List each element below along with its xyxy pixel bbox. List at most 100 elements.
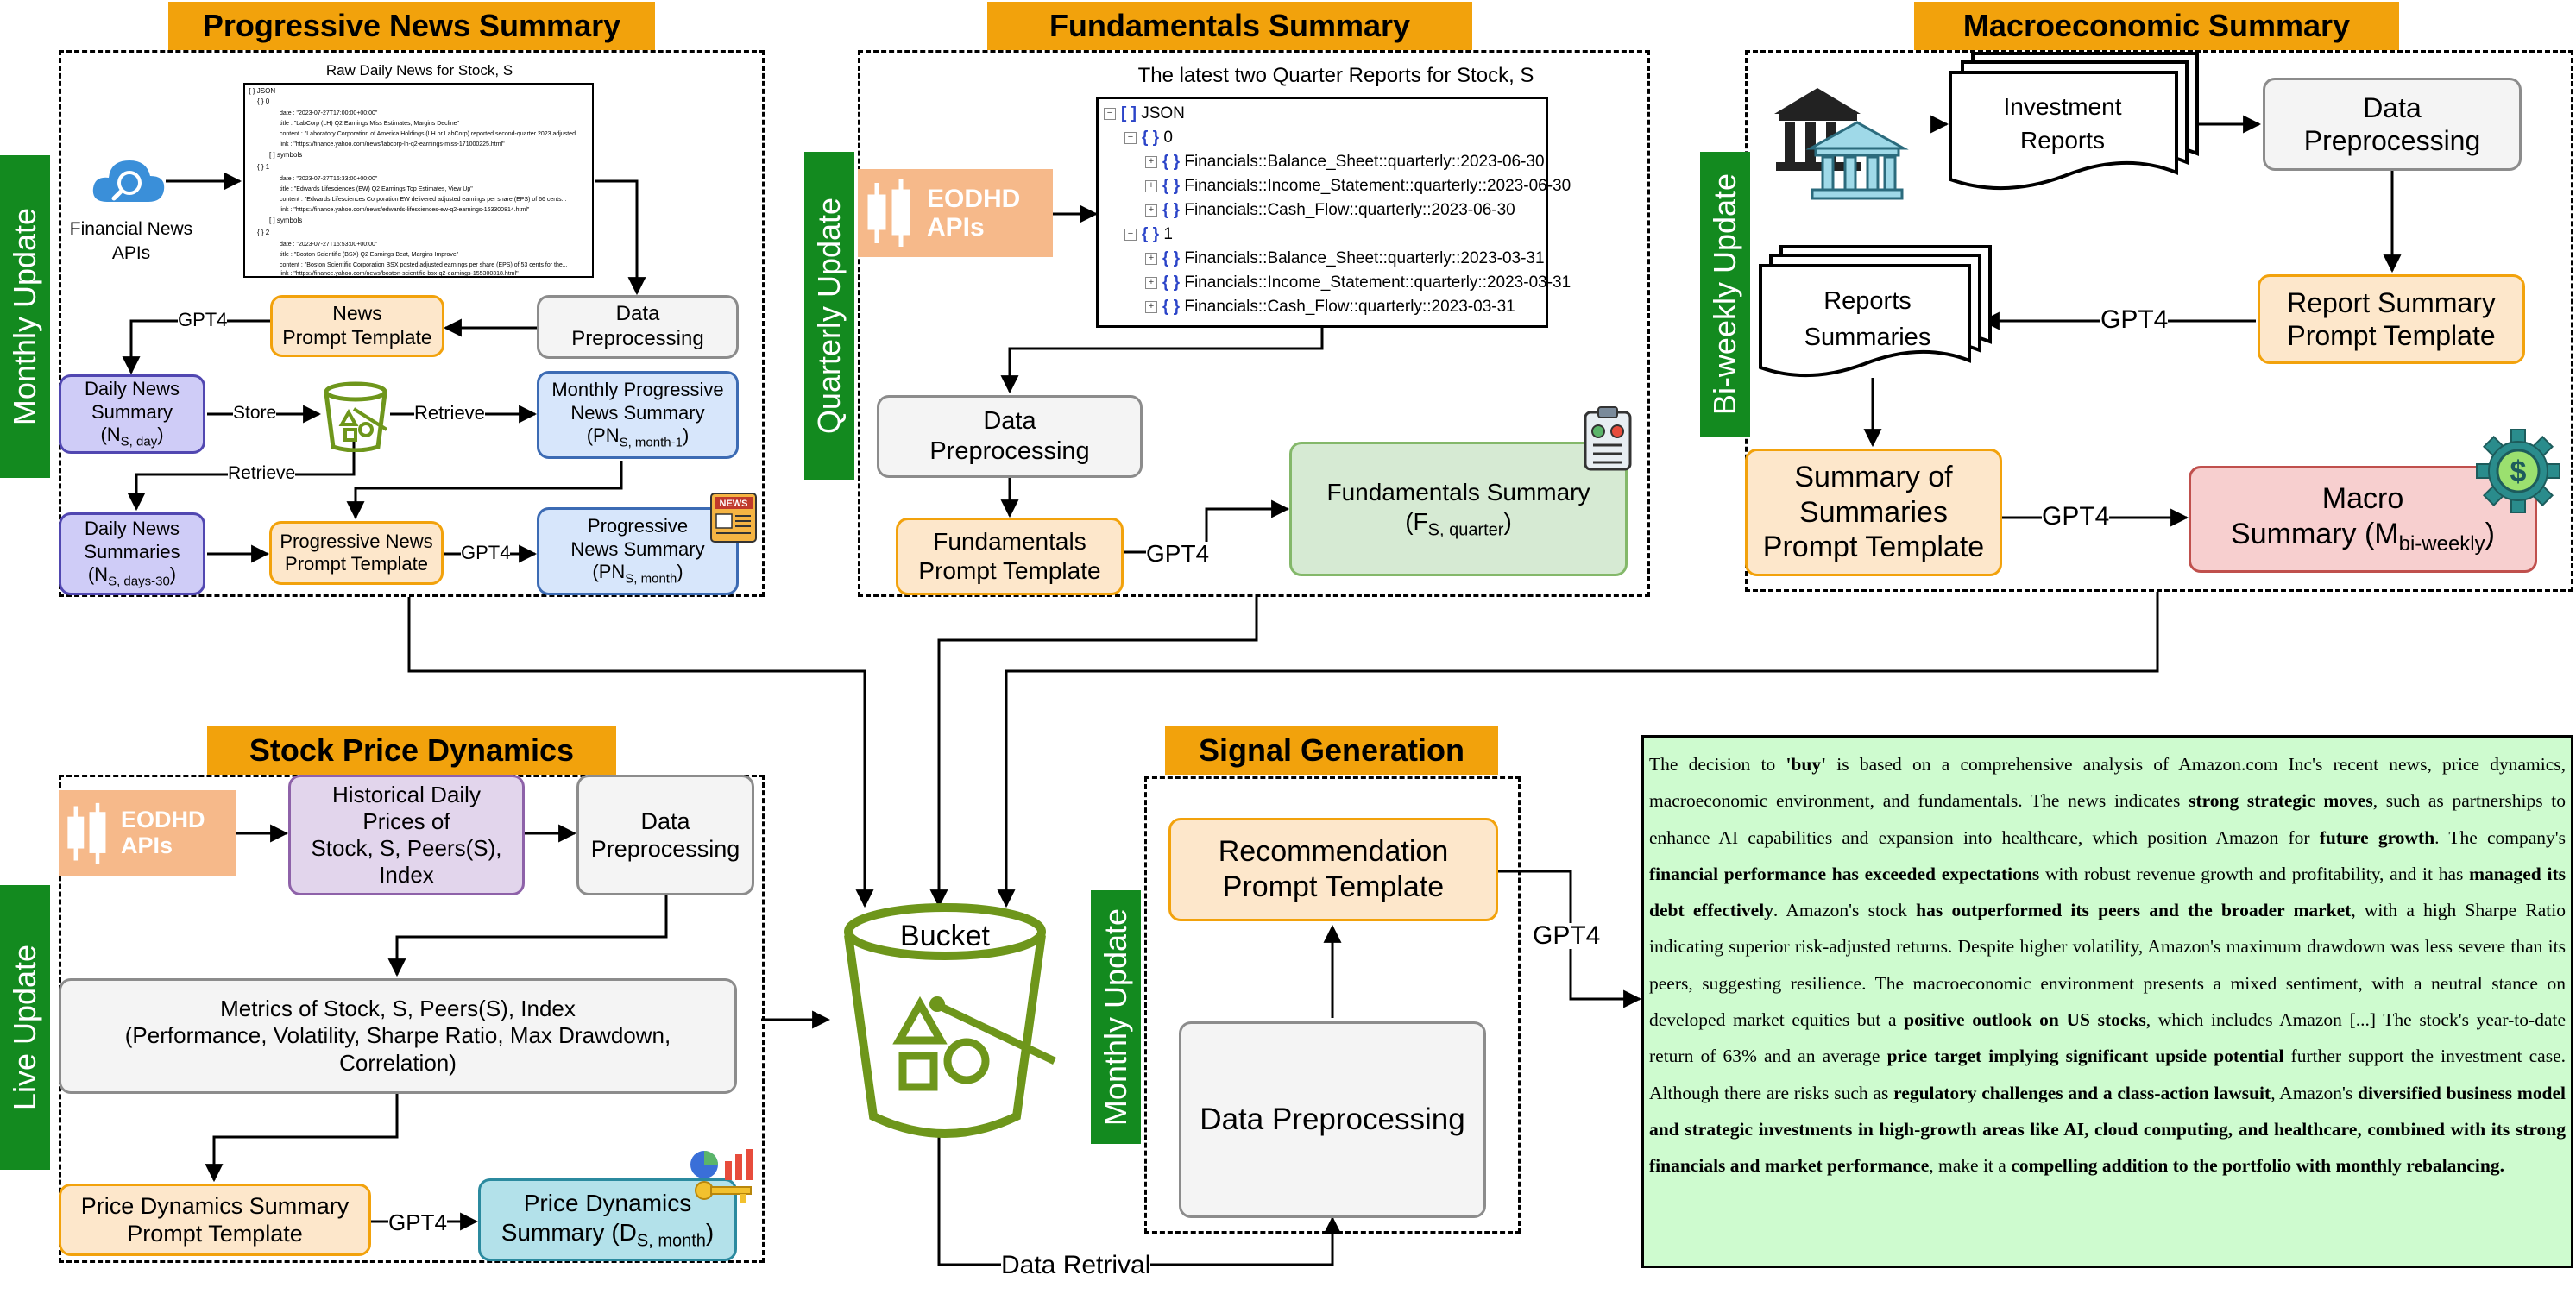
raw-news-line: date : "2023-07-27T15:53:00+00:00" [280, 242, 378, 248]
raw-news-line: content : "Boston Scientific Corporation… [280, 262, 568, 268]
recommendation-run: , Amazon's [2271, 1082, 2359, 1103]
raw-news-line: title : "LabCorp (LH) Q2 Earnings Miss E… [280, 121, 460, 127]
raw-news-line: { } 2 [257, 229, 270, 236]
reports-summaries-label: Reports Summaries [1804, 287, 1931, 352]
daily-news-summaries-box: Daily News Summaries (NS, days-30) [59, 512, 205, 595]
gpt4-label: GPT4 [388, 1209, 447, 1235]
recommendation-prompt-box: Recommendation Prompt Template [1168, 818, 1498, 921]
json-row: −{ } 0 [1124, 129, 1173, 148]
signal-data-preprocessing-box: Data Preprocessing [1179, 1021, 1486, 1218]
raw-news-line: link : "https://finance.yahoo.com/news/b… [280, 271, 519, 277]
raw-news-line: date : "2023-07-27T17:00:00+00:00" [280, 110, 378, 116]
gpt4-label: GPT4 [461, 542, 511, 563]
metrics-box: Metrics of Stock, S, Peers(S), Index (Pe… [59, 978, 737, 1094]
recommendation-emphasis: 'buy' [1786, 754, 1827, 775]
report-summary-prompt-box: Report Summary Prompt Template [2258, 274, 2525, 364]
fundamentals-section-title: Fundamentals Summary [987, 2, 1472, 50]
recommendation-emphasis: financial performance has exceeded expec… [1649, 863, 2040, 884]
recommendation-emphasis: managed its debt effectively [1649, 863, 2567, 921]
quarter-reports-title: The latest two Quarter Reports for Stock… [1137, 64, 1534, 87]
raw-news-line: title : "Boston Scientific (BSX) Q2 Earn… [280, 252, 459, 258]
raw-news-line: content : "Edwards Lifesciences Corporat… [280, 197, 567, 203]
json-row: +{ } Financials::Cash_Flow::quarterly::2… [1145, 298, 1515, 317]
gpt4-label: GPT4 [1533, 921, 1601, 950]
json-row: −{ } 1 [1124, 225, 1173, 244]
raw-news-title: Raw Daily News for Stock, S [325, 62, 513, 79]
recommendation-run: The decision to [1649, 754, 1786, 775]
financial-news-api-label: Financial News APIs [69, 219, 193, 264]
stock-section-title: Stock Price Dynamics [207, 726, 616, 775]
raw-news-json: { } JSON { } 0 date : "2023-07-27T17:00:… [243, 83, 594, 278]
fundamentals-prompt-template-box: Fundamentals Prompt Template [896, 518, 1124, 595]
macro-summary-box: Macro Summary (Mbi-weekly) [2189, 466, 2537, 573]
recommendation-run: , with a high Sharpe Ratio indicating su… [1649, 900, 2566, 1031]
macro-section-title: Macroeconomic Summary [1914, 2, 2399, 50]
recommendation-emphasis: diversified business model and strategic… [1649, 1082, 2566, 1177]
analytics-chart-icon [687, 1146, 763, 1208]
news-section-title: Progressive News Summary [168, 2, 655, 50]
raw-news-line: { } 1 [257, 163, 270, 171]
quarter-reports-json: −[ ] JSON −{ } 0 +{ } Financials::Balanc… [1096, 97, 1571, 328]
macro-data-preprocessing-box: Data Preprocessing [2263, 78, 2522, 171]
bucket-icon [321, 380, 390, 453]
recommendation-output-text: The decision to 'buy' is based on a comp… [1641, 735, 2573, 1268]
json-row: +{ } Financials::Income_Statement::quart… [1145, 273, 1571, 292]
dollar-gear-icon: $ [2475, 428, 2561, 514]
stock-data-preprocessing-box: Data Preprocessing [576, 775, 754, 895]
newspaper-icon: NEWS [709, 492, 758, 543]
clipboard-icon [1583, 405, 1633, 471]
fundamentals-section-frame [858, 50, 1650, 597]
fundamentals-update-label: Quarterly Update [804, 152, 854, 480]
json-row: +{ } Financials::Income_Statement::quart… [1145, 177, 1571, 196]
json-row: +{ } Financials::Balance_Sheet::quarterl… [1145, 249, 1545, 268]
raw-news-line: date : "2023-07-27T16:33:00+00:00" [280, 176, 378, 182]
progressive-news-summary-box: Progressive News Summary (PNS, month) [537, 507, 739, 595]
news-data-preprocessing-box: Data Preprocessing [537, 295, 739, 359]
price-dynamics-prompt-box: Price Dynamics Summary Prompt Template [59, 1184, 371, 1256]
news-badge-text: NEWS [720, 499, 748, 509]
fundamentals-data-preprocessing-box: Data Preprocessing [877, 395, 1143, 478]
signal-section-title: Signal Generation [1165, 726, 1498, 775]
eodhd-candles-icon [67, 802, 106, 864]
raw-news-line: title : "Edwards Lifesciences (EW) Q2 Ea… [280, 186, 473, 192]
json-row: −[ ] JSON [1104, 104, 1185, 123]
recommendation-emphasis: compelling addition to the portfolio wit… [2011, 1155, 2504, 1177]
bucket-icon [828, 897, 1061, 1149]
recommendation-emphasis: regulatory challenges and a class-action… [1893, 1082, 2271, 1103]
investment-reports-stack [1947, 50, 2201, 197]
news-section-frame [59, 50, 765, 597]
reports-summaries-stack [1757, 243, 1993, 381]
gpt4-label: GPT4 [2042, 502, 2110, 531]
recommendation-emphasis: future growth [2319, 826, 2435, 848]
raw-news-line: link : "https://finance.yahoo.com/news/l… [280, 141, 505, 148]
raw-news-line: link : "https://finance.yahoo.com/news/e… [280, 207, 530, 213]
retrieve-label-2: Retrieve [228, 463, 296, 483]
dollar-sign: $ [2510, 455, 2527, 488]
recommendation-emphasis: price target implying significant upside… [1886, 1046, 2284, 1067]
signal-section-frame [1144, 776, 1521, 1234]
recommendation-emphasis: has outperformed its peers and the broad… [1916, 900, 2352, 921]
recommendation-run: with robust revenue growth and profitabi… [2039, 863, 2470, 884]
recommendation-run: , such as partnerships to enhance AI cap… [1649, 790, 2566, 848]
stock-update-label: Live Update [0, 885, 50, 1170]
investment-reports-label: Investment Reports [2003, 93, 2122, 154]
eodhd-candles-icon [867, 179, 910, 247]
bucket-label: Bucket [900, 920, 990, 952]
daily-news-summary-box: Daily News Summary (NS, day) [59, 374, 205, 454]
bank-icon [1771, 85, 1935, 205]
gpt4-label: GPT4 [178, 309, 228, 330]
gpt4-label: GPT4 [1146, 540, 1210, 567]
raw-news-line: { } 0 [257, 97, 270, 105]
recommendation-paragraph: The decision to 'buy' is based on a comp… [1649, 746, 2566, 1184]
data-retrival-label: Data Retrival [1001, 1251, 1151, 1279]
recommendation-emphasis: positive outlook on US stocks [1904, 1009, 2146, 1031]
gpt4-label: GPT4 [2100, 305, 2169, 334]
recommendation-run: , make it a [1929, 1155, 2012, 1177]
recommendation-run: . Amazon's stock [1773, 900, 1917, 921]
recommendation-emphasis: strong strategic moves [2189, 790, 2373, 812]
store-label: Store [233, 403, 277, 423]
json-row: +{ } Financials::Balance_Sheet::quarterl… [1145, 153, 1545, 172]
